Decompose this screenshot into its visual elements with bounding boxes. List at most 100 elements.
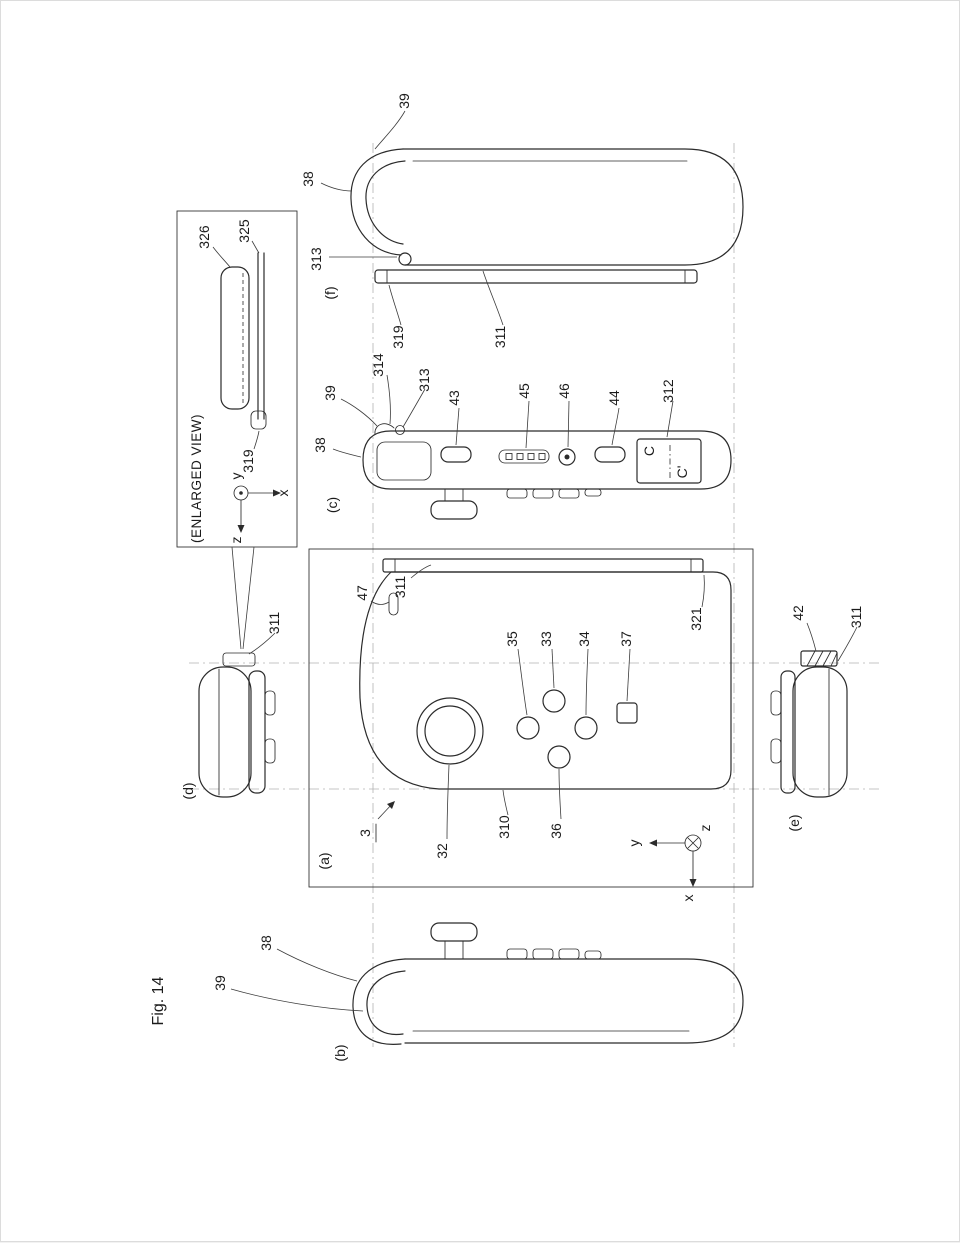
ref-311-view-a: 311: [392, 576, 408, 599]
face-button-right-34: [574, 716, 598, 740]
ref-312: 312: [660, 379, 676, 403]
view-b-side-view: 38 39 (b): [212, 922, 744, 1062]
ref-38-view-f: 38: [300, 171, 316, 187]
ref-36: 36: [548, 823, 564, 839]
leader-311-a: [410, 564, 432, 579]
led-dot-2: [516, 453, 524, 460]
x-axis-arrowhead-a: [689, 879, 697, 887]
view-tag-f: (f): [322, 286, 338, 299]
ref-39-view-b: 39: [212, 975, 228, 991]
y-axis-arrowhead: [649, 839, 657, 847]
hook-tip-bump: [374, 423, 395, 435]
axes-enlarged-view: y x z: [228, 473, 291, 544]
ref-311-view-f: 311: [492, 326, 508, 349]
y-axis-dot: [239, 491, 243, 495]
rail-tab-upper: [264, 690, 276, 716]
ref-313-view-c: 313: [416, 368, 432, 392]
edge-body-outline: [362, 430, 732, 490]
button-bump-4: [584, 488, 602, 497]
leader-39-f: [374, 110, 406, 150]
leader-319-enlarged: [253, 430, 260, 450]
ref-47: 47: [354, 585, 370, 601]
ref-319-view-f: 319: [390, 325, 406, 349]
ref-311-view-d: 311: [266, 612, 282, 635]
view-tag-e: (e): [786, 814, 802, 831]
enlarged-view-box: [176, 210, 298, 548]
ref-43: 43: [446, 390, 462, 406]
leader-319-f: [388, 284, 402, 326]
leader-46: [567, 400, 570, 448]
ref-3-device: 3: [357, 829, 373, 837]
analog-stick-inner: [424, 705, 476, 757]
ref-44: 44: [606, 390, 622, 406]
rail-piece: [248, 670, 266, 794]
ref-314: 314: [370, 353, 386, 377]
rail-tab-lower-e: [770, 738, 782, 764]
leader-313-c: [402, 388, 426, 428]
connector-312: [636, 438, 702, 484]
view-tag-c: (c): [324, 497, 340, 513]
rail-window: [376, 441, 432, 481]
leader-36: [558, 768, 562, 820]
housing-body: [198, 666, 252, 798]
controller-body-outline: [402, 148, 744, 266]
axes-view-a: z y x: [626, 825, 713, 902]
rail-strip-front: [382, 558, 704, 573]
z-axis-arrowhead: [237, 525, 245, 533]
enlarged-view-title: (ENLARGED VIEW): [189, 414, 204, 543]
view-c-edge-view: C C' 39 314 313 43 45 46 44 312 38 (c): [312, 353, 732, 520]
view-f-side-view: 39 38 313 (f) 319 311: [300, 93, 744, 349]
controller-face-outline: [359, 571, 732, 790]
leader-34: [585, 648, 589, 716]
leader-311-f: [482, 270, 504, 326]
ref-311-view-e: 311: [848, 606, 864, 629]
leader-47: [370, 600, 390, 605]
button-bump-b1: [506, 948, 528, 960]
ref-38-view-b: 38: [258, 935, 274, 951]
ref-39-view-c: 39: [322, 385, 338, 401]
ref-35: 35: [504, 631, 520, 647]
construction-lines: [189, 143, 881, 1047]
ref-46: 46: [556, 383, 572, 399]
view-tag-a: (a): [316, 852, 332, 869]
leader-32: [446, 764, 450, 840]
axis-label-z-view-a: z: [697, 825, 713, 832]
analog-stick-outer: [416, 697, 484, 765]
figure-title: Fig. 14: [150, 976, 167, 1025]
rail-front-ticks: [394, 558, 692, 573]
strap-hook-inner-b: [366, 970, 406, 1036]
button-bump-3: [558, 488, 580, 499]
button-bump-2: [532, 488, 554, 499]
button-bump-1: [506, 488, 528, 499]
release-button-47: [388, 592, 399, 616]
strap-hook-outer: [350, 148, 404, 256]
ref-313-view-f: 313: [308, 247, 324, 271]
leader-38-f: [320, 182, 353, 192]
leader-45: [525, 400, 530, 449]
rail-tab-upper-e: [770, 690, 782, 716]
axis-label-z-enlarged: z: [228, 537, 244, 544]
ref-34: 34: [576, 631, 592, 647]
led-dot-3: [527, 453, 535, 460]
leader-326: [212, 246, 231, 268]
leader-38-b: [276, 948, 358, 982]
strap-block-hatching: [806, 650, 838, 667]
rail-piece-e: [780, 670, 796, 794]
view-a-frame: [308, 548, 754, 888]
pin-313: [398, 252, 412, 266]
leader-39-c: [340, 398, 378, 427]
face-button-bottom-36: [547, 745, 571, 769]
ref-42: 42: [790, 605, 806, 621]
led-pill-45: [498, 449, 550, 464]
leader-33: [551, 648, 555, 689]
stick-stem: [444, 488, 464, 502]
section-label-c: C: [641, 446, 657, 456]
ref-325: 325: [236, 219, 252, 243]
led-dot-1: [505, 453, 513, 460]
ref-321: 321: [688, 607, 704, 631]
z-axis-cross: [687, 837, 699, 849]
leader-35: [517, 648, 528, 716]
pin-313-edge: [395, 425, 405, 435]
